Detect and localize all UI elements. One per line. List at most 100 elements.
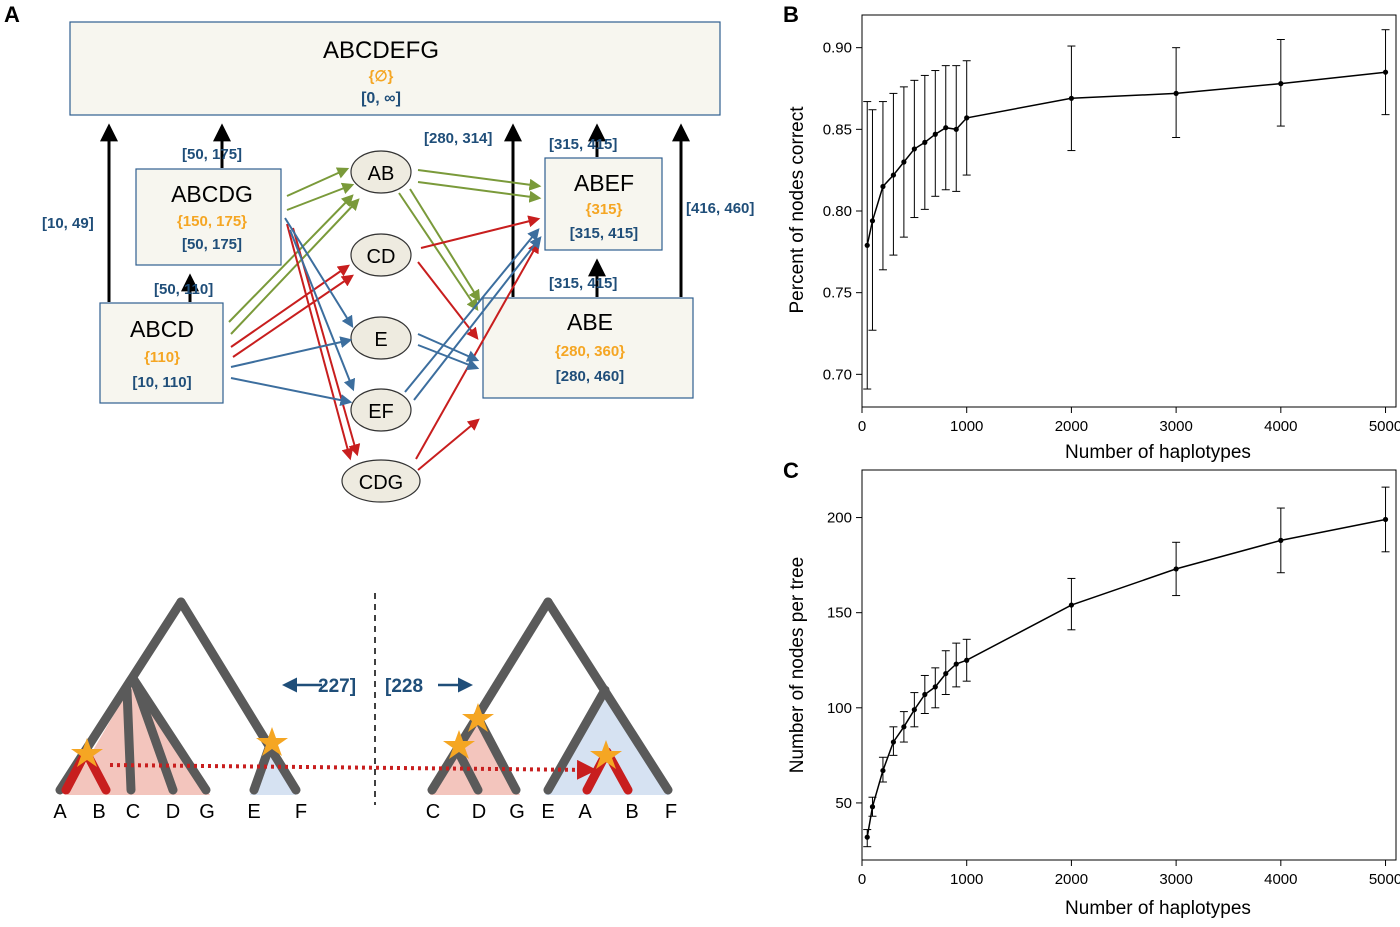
node-abe-box <box>482 297 694 399</box>
data-point <box>1278 537 1284 543</box>
x-tick-label: 2000 <box>1055 871 1088 888</box>
x-tick-label: 4000 <box>1264 418 1297 435</box>
data-point <box>1173 90 1179 96</box>
leaf-label: E <box>541 801 554 823</box>
node-abe-interval: [280, 460] <box>556 368 624 385</box>
blue-arrow <box>230 377 353 406</box>
data-point <box>890 739 897 745</box>
star-icon <box>71 738 103 767</box>
data-point <box>932 684 938 690</box>
leaf-label: A <box>53 801 67 823</box>
data-point <box>864 242 870 248</box>
node-abcdg-name: ABCDG <box>171 181 253 207</box>
left-tree-blue-clade <box>250 745 296 795</box>
data-point <box>864 834 870 840</box>
x-tick-label: 0 <box>858 418 866 435</box>
node-ab-ellipse <box>350 150 412 194</box>
node-abef-name: ABEF <box>574 170 634 196</box>
node-abef-set: {315} <box>586 201 623 218</box>
green-arrow <box>417 181 542 203</box>
blue-arrow <box>417 333 480 362</box>
panel-c-xlabel: Number of haplotypes <box>1065 898 1251 919</box>
y-tick-label: 200 <box>827 510 852 527</box>
edge-label-abef-root: [315, 415] <box>549 136 617 153</box>
x-tick-label: 5000 <box>1369 418 1400 435</box>
y-tick-label: 150 <box>827 605 852 622</box>
node-abcdg-box <box>135 168 282 266</box>
y-tick-label: 100 <box>827 700 852 717</box>
data-point <box>953 126 959 132</box>
star-icon <box>590 740 622 769</box>
edge-label-abe-root-right: [416, 460] <box>686 200 754 217</box>
node-abef-box <box>544 157 663 251</box>
red-arrow <box>286 223 354 461</box>
y-tick-label: 0.90 <box>823 40 852 57</box>
x-tick-label: 5000 <box>1369 871 1400 888</box>
data-point <box>1068 602 1075 608</box>
y-tick-label: 0.70 <box>823 366 852 383</box>
edge-label-abcd-abcdg: [50, 110] <box>154 281 213 298</box>
green-arrow <box>230 198 360 335</box>
leaf-label: B <box>625 801 638 823</box>
y-tick-label: 0.80 <box>823 203 852 220</box>
leaf-label: G <box>199 801 215 823</box>
blue-arrow <box>413 236 542 401</box>
left-tree <box>55 597 301 795</box>
data-point <box>901 724 907 730</box>
data-point <box>1068 95 1075 101</box>
left-breakpoint-label: 227] <box>318 676 356 697</box>
node-e-name: E <box>374 329 387 351</box>
data-point <box>880 183 886 190</box>
x-tick-label: 4000 <box>1264 871 1297 888</box>
x-tick-label: 1000 <box>950 418 983 435</box>
leaf-label: F <box>295 801 307 823</box>
x-tick-label: 0 <box>858 871 866 888</box>
data-point <box>1382 516 1389 523</box>
data-point <box>922 691 928 698</box>
red-arrow <box>232 274 354 358</box>
panel-c-plot-frame <box>861 469 1397 861</box>
right-tree-red-clade <box>430 718 520 795</box>
node-abe-set: {280, 360} <box>555 343 625 360</box>
leaf-label: C <box>126 801 140 823</box>
leaf-label: A <box>578 801 592 823</box>
node-abcd-box <box>99 302 224 404</box>
star-icon <box>462 703 494 732</box>
data-point <box>869 218 876 224</box>
panel-c-ylabel: Number of nodes per tree <box>787 557 808 774</box>
panel-b-series-line <box>866 71 1386 246</box>
panel-c-points <box>864 516 1389 840</box>
node-root-name: ABCDEFG <box>323 37 439 64</box>
node-abef-interval: [315, 415] <box>570 225 638 242</box>
node-ef-name: EF <box>368 401 394 423</box>
node-abcdg-set: {150, 175} <box>177 213 247 230</box>
edge-label-abe-abef: [315, 415] <box>549 275 617 292</box>
y-tick-label: 0.75 <box>823 285 852 302</box>
red-arrow <box>417 261 479 340</box>
panel-b-points <box>864 69 1389 248</box>
node-abcd-set: {110} <box>144 349 180 366</box>
data-point <box>901 159 907 165</box>
blue-arrow <box>289 229 356 392</box>
data-point <box>869 804 876 810</box>
node-abe-name: ABE <box>567 309 613 335</box>
right-tree-blue-clade <box>545 690 670 795</box>
edge-label-abcdg-root: [50, 175] <box>182 146 242 163</box>
node-root-interval: [0, ∞] <box>361 90 401 107</box>
data-point <box>964 657 970 663</box>
green-arrow <box>286 182 355 211</box>
data-point <box>890 172 897 178</box>
leaf-label: D <box>472 801 486 823</box>
blue-arrow <box>284 217 354 329</box>
data-point <box>953 661 959 667</box>
left-tree-leaves: A B C D G E F <box>53 801 307 823</box>
data-point <box>1278 81 1284 87</box>
edge-label-abe-root: [280, 314] <box>424 130 492 147</box>
data-point <box>943 670 949 677</box>
data-point <box>911 707 917 713</box>
leaf-label: B <box>92 801 105 823</box>
leaf-label: C <box>426 801 440 823</box>
panel-b-label: B <box>783 2 799 27</box>
